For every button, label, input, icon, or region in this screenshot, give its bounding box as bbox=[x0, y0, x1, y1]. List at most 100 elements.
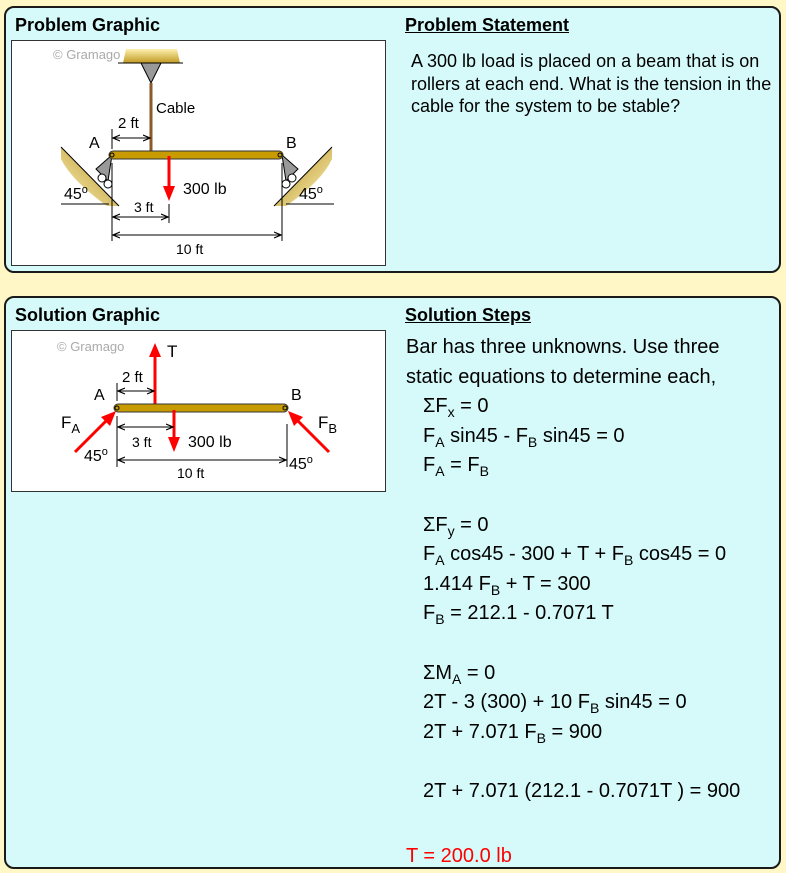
solution-step-line: 2T + 7.071 FB = 900 bbox=[406, 718, 740, 748]
step-text: ΣM bbox=[423, 661, 453, 684]
solution-step-line: 2T + 7.071 (212.1 - 0.7071T ) = 900 bbox=[406, 777, 740, 807]
load-arrow bbox=[168, 437, 180, 452]
step-text: cos45 = 0 bbox=[633, 543, 727, 566]
step-text: sin45 - F bbox=[444, 424, 528, 447]
dim-3ft-label: 3 ft bbox=[132, 434, 152, 450]
load-label: 300 lb bbox=[183, 181, 227, 198]
point-a-label: A bbox=[94, 387, 105, 404]
step-text bbox=[423, 484, 429, 506]
solution-step-line: FA = FB bbox=[406, 451, 740, 481]
solution-graphic-heading: Solution Graphic bbox=[15, 305, 161, 325]
beam bbox=[113, 403, 289, 413]
ceiling-pin-icon bbox=[140, 62, 162, 85]
tension-arrow bbox=[149, 343, 161, 357]
angle-left-label: 45o bbox=[84, 446, 108, 465]
step-text: static equations to determine each, bbox=[406, 365, 717, 388]
solution-graphic: © Gramago T 2 ft A B 300 lb 3 ft 10 ft F… bbox=[11, 330, 386, 492]
ceiling-support bbox=[123, 49, 180, 63]
final-answer: T = 200.0 lb bbox=[406, 842, 740, 872]
solution-steps: Bar has three unknowns. Use three static … bbox=[406, 333, 740, 872]
problem-graphic-heading: Problem Graphic bbox=[15, 15, 161, 35]
step-text: 2T + 7.071 (212.1 - 0.7071T ) = 900 bbox=[423, 779, 741, 802]
force-a-label: FA bbox=[61, 413, 80, 436]
step-text: ΣF bbox=[423, 513, 448, 536]
solution-step-line bbox=[406, 747, 740, 777]
step-text bbox=[406, 810, 412, 832]
problem-graphic: © Gramago Cable A B 2 ft 3 ft 10 ft bbox=[11, 40, 386, 266]
force-b-label: FB bbox=[318, 413, 337, 436]
problem-statement-heading: Problem Statement bbox=[405, 15, 570, 35]
solution-step-line bbox=[406, 807, 740, 837]
step-text: 1.414 F bbox=[423, 572, 491, 595]
step-text: T = 200.0 lb bbox=[406, 845, 512, 868]
step-text bbox=[423, 632, 429, 654]
solution-step-line: ΣFy = 0 bbox=[406, 511, 740, 541]
subscript: B bbox=[479, 463, 489, 480]
subscript: A bbox=[435, 552, 445, 569]
point-b-label: B bbox=[291, 387, 302, 404]
subscript: B bbox=[589, 700, 600, 717]
step-text: = 0 bbox=[454, 513, 489, 536]
angle-right-label: 45o bbox=[289, 454, 313, 473]
step-text: + T = 300 bbox=[500, 572, 591, 595]
solution-step-line: 2T - 3 (300) + 10 FB sin45 = 0 bbox=[406, 688, 740, 718]
solution-step-line: Bar has three unknowns. Use three bbox=[406, 333, 740, 363]
step-text: cos45 - 300 + T + F bbox=[444, 543, 624, 566]
subscript: A bbox=[435, 433, 445, 450]
step-text bbox=[423, 750, 429, 772]
step-text: = F bbox=[444, 454, 480, 477]
cable-label: Cable bbox=[156, 100, 195, 117]
subscript: B bbox=[435, 611, 445, 628]
step-text: 2T - 3 (300) + 10 F bbox=[423, 691, 590, 714]
step-text: ΣF bbox=[423, 395, 448, 418]
step-text: F bbox=[423, 454, 436, 477]
step-text: F bbox=[423, 543, 436, 566]
load-arrow bbox=[163, 186, 175, 201]
solution-steps-heading: Solution Steps bbox=[405, 305, 531, 325]
solution-step-line: ΣFx = 0 bbox=[406, 392, 740, 422]
solution-step-line: FB = 212.1 - 0.7071 T bbox=[406, 599, 740, 629]
solution-step-line: static equations to determine each, bbox=[406, 363, 740, 393]
step-text: = 212.1 - 0.7071 T bbox=[444, 602, 614, 625]
step-text: F bbox=[423, 602, 436, 625]
beam bbox=[108, 150, 284, 160]
point-b-label: B bbox=[286, 135, 297, 152]
subscript: y bbox=[447, 522, 455, 539]
subscript: B bbox=[490, 581, 501, 598]
step-text: = 0 bbox=[461, 661, 496, 684]
subscript: x bbox=[447, 404, 455, 421]
force-b-arrow bbox=[288, 411, 303, 426]
subscript: B bbox=[527, 433, 538, 450]
step-text: sin45 = 0 bbox=[537, 424, 625, 447]
step-text: 2T + 7.071 F bbox=[423, 720, 537, 743]
problem-statement: A 300 lb load is placed on a beam that i… bbox=[411, 51, 772, 117]
point-a-label: A bbox=[89, 135, 100, 152]
watermark: © Gramago bbox=[57, 339, 124, 354]
subscript: A bbox=[435, 463, 445, 480]
angle-right-label: 45o bbox=[299, 184, 323, 203]
subscript: B bbox=[623, 552, 634, 569]
load-label: 300 lb bbox=[188, 434, 232, 451]
solution-step-line: ΣMA = 0 bbox=[406, 659, 740, 689]
subscript: A bbox=[452, 670, 462, 687]
step-text: F bbox=[423, 424, 436, 447]
solution-step-line bbox=[406, 629, 740, 659]
solution-step-line: FA cos45 - 300 + T + FB cos45 = 0 bbox=[406, 540, 740, 570]
solution-step-line: 1.414 FB + T = 300 bbox=[406, 570, 740, 600]
step-text: Bar has three unknowns. Use three bbox=[406, 336, 720, 358]
step-text: = 900 bbox=[545, 720, 603, 743]
angle-left-label: 45o bbox=[64, 184, 88, 203]
solution-step-line: FA sin45 - FB sin45 = 0 bbox=[406, 422, 740, 452]
dim-10ft-label: 10 ft bbox=[177, 465, 204, 481]
watermark: © Gramago bbox=[53, 47, 120, 62]
dim-2ft-label: 2 ft bbox=[122, 369, 144, 386]
solution-step-line bbox=[406, 481, 740, 511]
force-a-arrow bbox=[101, 411, 116, 426]
subscript: B bbox=[536, 729, 546, 746]
dim-10ft-label: 10 ft bbox=[176, 241, 203, 257]
tension-label: T bbox=[167, 342, 177, 361]
dim-2ft-label: 2 ft bbox=[118, 115, 140, 132]
step-text: sin45 = 0 bbox=[599, 691, 687, 714]
dim-3ft-label: 3 ft bbox=[134, 199, 154, 215]
step-text: = 0 bbox=[454, 395, 489, 418]
